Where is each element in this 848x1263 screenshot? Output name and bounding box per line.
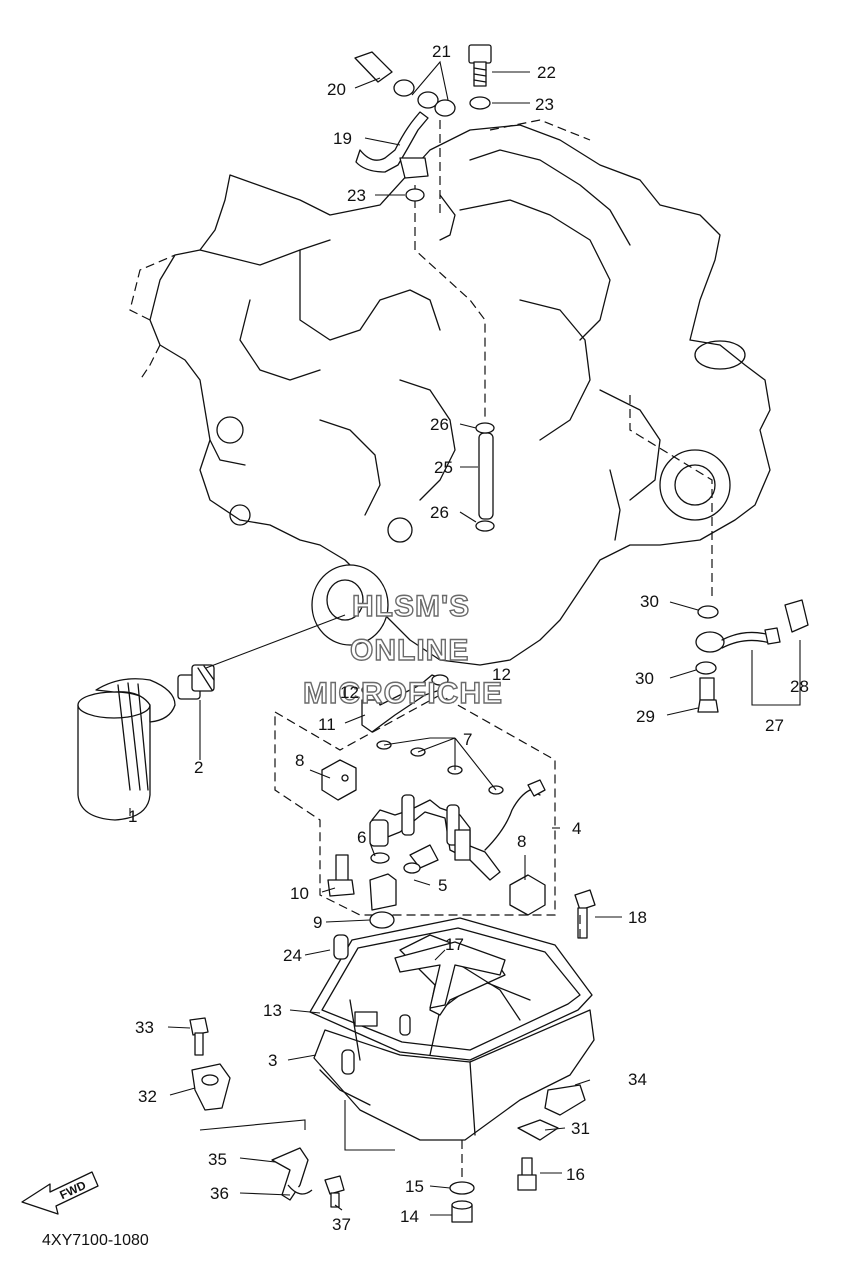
oil-filter bbox=[77, 678, 176, 821]
plate-17-baffle bbox=[394, 941, 506, 1009]
callout-35: 35 bbox=[208, 1150, 227, 1169]
callout-26b: 26 bbox=[430, 503, 449, 522]
callout-10: 10 bbox=[290, 884, 309, 903]
filter-mount-boss bbox=[311, 564, 389, 646]
callout-13: 13 bbox=[263, 1001, 282, 1020]
plug-10 bbox=[327, 854, 355, 897]
oil-pipe-25 bbox=[475, 422, 495, 532]
callout-22: 22 bbox=[537, 63, 556, 82]
callout-30b: 30 bbox=[635, 669, 654, 688]
dowel-24 bbox=[333, 934, 349, 960]
callout-8b: 8 bbox=[517, 832, 526, 851]
watermark-line-3: MICROFICHE bbox=[303, 677, 503, 710]
callout-21: 21 bbox=[432, 42, 451, 61]
callout-16: 16 bbox=[566, 1165, 585, 1184]
rubber-damper-8b bbox=[509, 874, 546, 916]
callout-34: 34 bbox=[628, 1070, 647, 1089]
diagram-code: 4XY7100-1080 bbox=[42, 1232, 149, 1249]
callout-27: 27 bbox=[765, 716, 784, 735]
callout-9: 9 bbox=[313, 913, 322, 932]
callout-6: 6 bbox=[357, 828, 366, 847]
oil-pipe-27 bbox=[695, 599, 809, 713]
oil-pipe-11-12 bbox=[361, 674, 449, 733]
callout-24: 24 bbox=[283, 946, 302, 965]
callout-2: 2 bbox=[194, 758, 203, 777]
callout-31: 31 bbox=[571, 1119, 590, 1138]
watermark: HLSM'S ONLINE MICROFICHE bbox=[302, 589, 503, 710]
callout-25: 25 bbox=[434, 458, 453, 477]
watermark-line-1: HLSM'S bbox=[352, 590, 470, 623]
rubber-damper-8a bbox=[321, 759, 357, 801]
callout-37: 37 bbox=[332, 1215, 351, 1234]
callout-28: 28 bbox=[790, 677, 809, 696]
cover-32-bolt-33 bbox=[189, 1017, 231, 1111]
engine-block-outline bbox=[129, 119, 771, 666]
callout-23b: 23 bbox=[347, 186, 366, 205]
callout-14: 14 bbox=[400, 1207, 419, 1226]
pan-reference-lines bbox=[199, 915, 581, 1151]
oil-passage-dashed-lines bbox=[414, 120, 713, 600]
callout-18: 18 bbox=[628, 908, 647, 927]
callout-17: 17 bbox=[445, 935, 464, 954]
top-oil-pipe-assembly bbox=[354, 44, 492, 202]
strainer-9 bbox=[369, 873, 397, 929]
callout-32: 32 bbox=[138, 1087, 157, 1106]
forward-direction-arrow: FWD bbox=[21, 1171, 99, 1215]
union-bolt bbox=[177, 664, 215, 700]
callout-33: 33 bbox=[135, 1018, 154, 1037]
callout-19: 19 bbox=[333, 129, 352, 148]
bolt-16 bbox=[517, 1157, 537, 1191]
callout-5: 5 bbox=[438, 876, 447, 895]
callout-11: 11 bbox=[318, 715, 336, 734]
callout-1: 1 bbox=[128, 807, 137, 826]
watermark-line-2: ONLINE bbox=[350, 634, 469, 667]
leader-lines bbox=[129, 60, 699, 1216]
callout-4: 4 bbox=[572, 819, 581, 838]
bracket-31-34 bbox=[517, 1084, 586, 1141]
callout-8a: 8 bbox=[295, 751, 304, 770]
bolt-18 bbox=[574, 889, 596, 939]
callout-3: 3 bbox=[268, 1051, 277, 1070]
callout-15: 15 bbox=[405, 1177, 424, 1196]
callout-12a: 12 bbox=[340, 683, 359, 702]
drain-bolt-14-washer-15 bbox=[449, 1140, 475, 1223]
strainer-assembly-group-4 bbox=[274, 694, 556, 916]
callout-26a: 26 bbox=[430, 415, 449, 434]
callout-7: 7 bbox=[463, 730, 472, 749]
callout-30a: 30 bbox=[640, 592, 659, 611]
callout-23a: 23 bbox=[535, 95, 554, 114]
callout-29: 29 bbox=[636, 707, 655, 726]
bracket-35-36-37 bbox=[271, 1147, 345, 1208]
callout-36: 36 bbox=[210, 1184, 229, 1203]
callout-labels: 1 2 3 4 5 6 7 8 8 9 10 11 12 12 13 14 15… bbox=[128, 42, 809, 1234]
callout-20: 20 bbox=[327, 80, 346, 99]
callout-12b: 12 bbox=[492, 665, 511, 684]
